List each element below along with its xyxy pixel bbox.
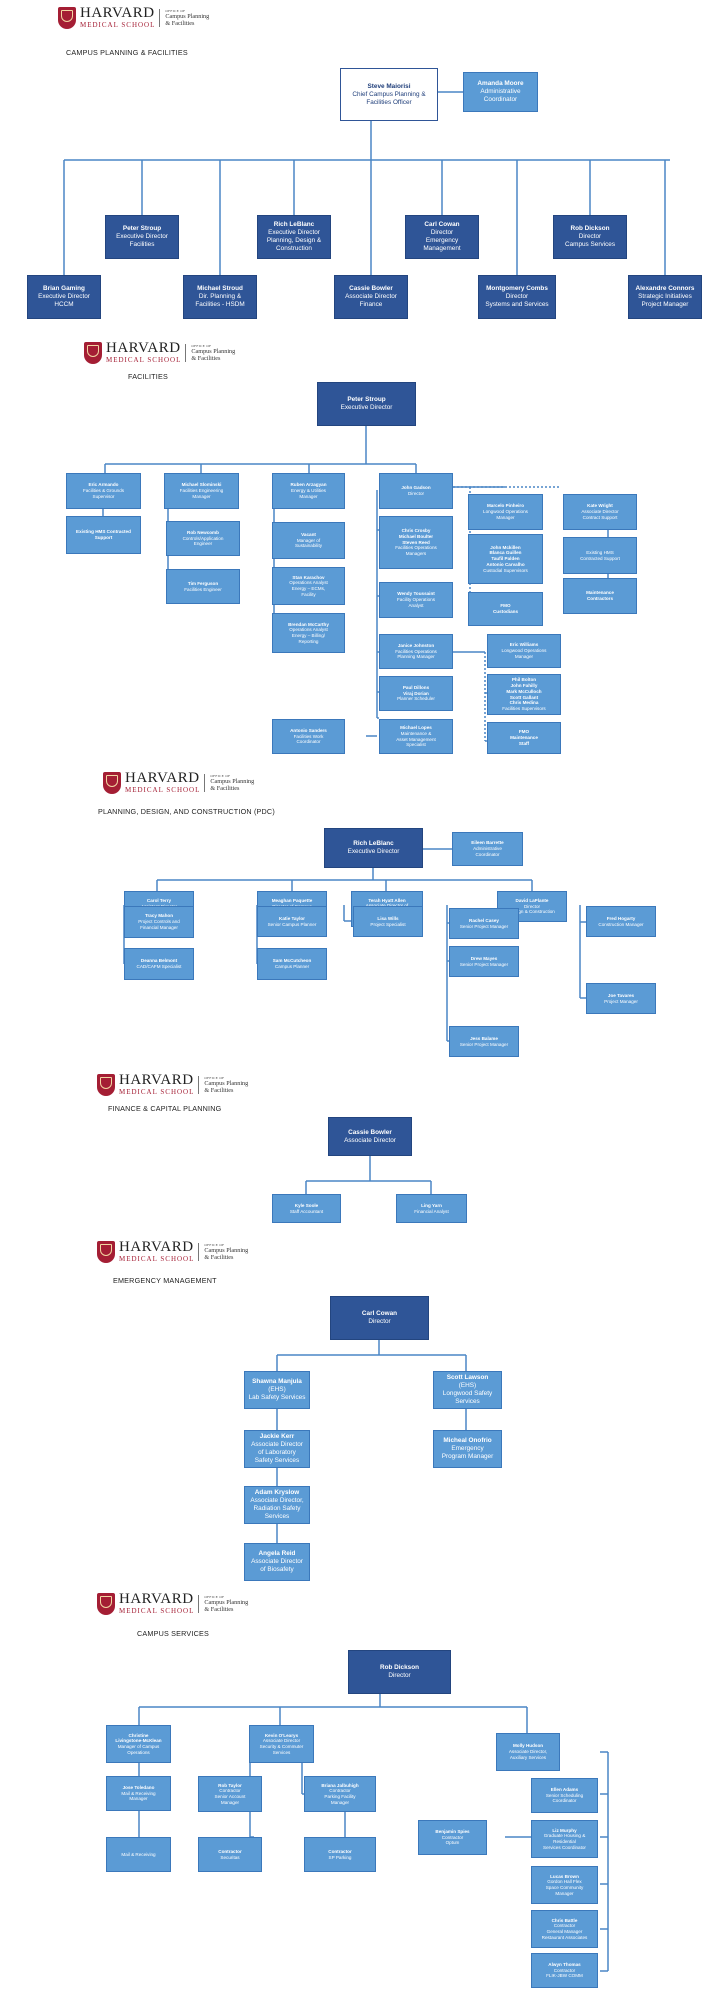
box-fmo-custodians: FMO Custodians [468,592,543,626]
box-fmo-maintenance-staff: FMO Maintenance Staff [487,722,561,754]
harvard-shield-icon [103,771,121,794]
harvard-shield-icon [84,341,102,364]
harvard-shield-icon [97,1592,115,1615]
section-title-cpf: CAMPUS PLANNING & FACILITIES [66,48,188,57]
box-existing-hms-support: Existing HMS Contracted Support [66,516,141,554]
harvard-shield-icon [97,1240,115,1263]
box-mail-receiving: Mail & Receiving [106,1837,171,1872]
box-maintenance-contractors: Maintenance Contractors [563,578,637,614]
box-custodial-supervisors: John Mckillen Blanca Guillen Taufil Pald… [468,534,543,584]
harvard-shield-icon [58,6,76,29]
box-scott-lawson: Scott Lawson(EHS) Longwood Safety Servic… [433,1371,502,1409]
section-title-facilities: FACILITIES [128,372,168,381]
box-facilities-supervisors: Phil Bolton John Fahilly Mark McCulloch … [487,674,561,715]
box-shawna-manjula: Shawna Manjula(EHS) Lab Safety Services [244,1371,310,1409]
section-title-finance: FINANCE & CAPITAL PLANNING [108,1104,222,1113]
box-facilities-ops-managers: Chris Crosby Michael Boulter Steven Reed… [379,516,453,569]
section-title-campus-services: CAMPUS SERVICES [137,1629,209,1638]
section-title-pdc: PLANNING, DESIGN, AND CONSTRUCTION (PDC) [98,807,275,816]
harvard-shield-icon [97,1073,115,1096]
box-existing-hms-contracted-support: Existing HMS Contracted Support [563,537,637,574]
section-title-emergency: EMERGENCY MANAGEMENT [113,1276,217,1285]
